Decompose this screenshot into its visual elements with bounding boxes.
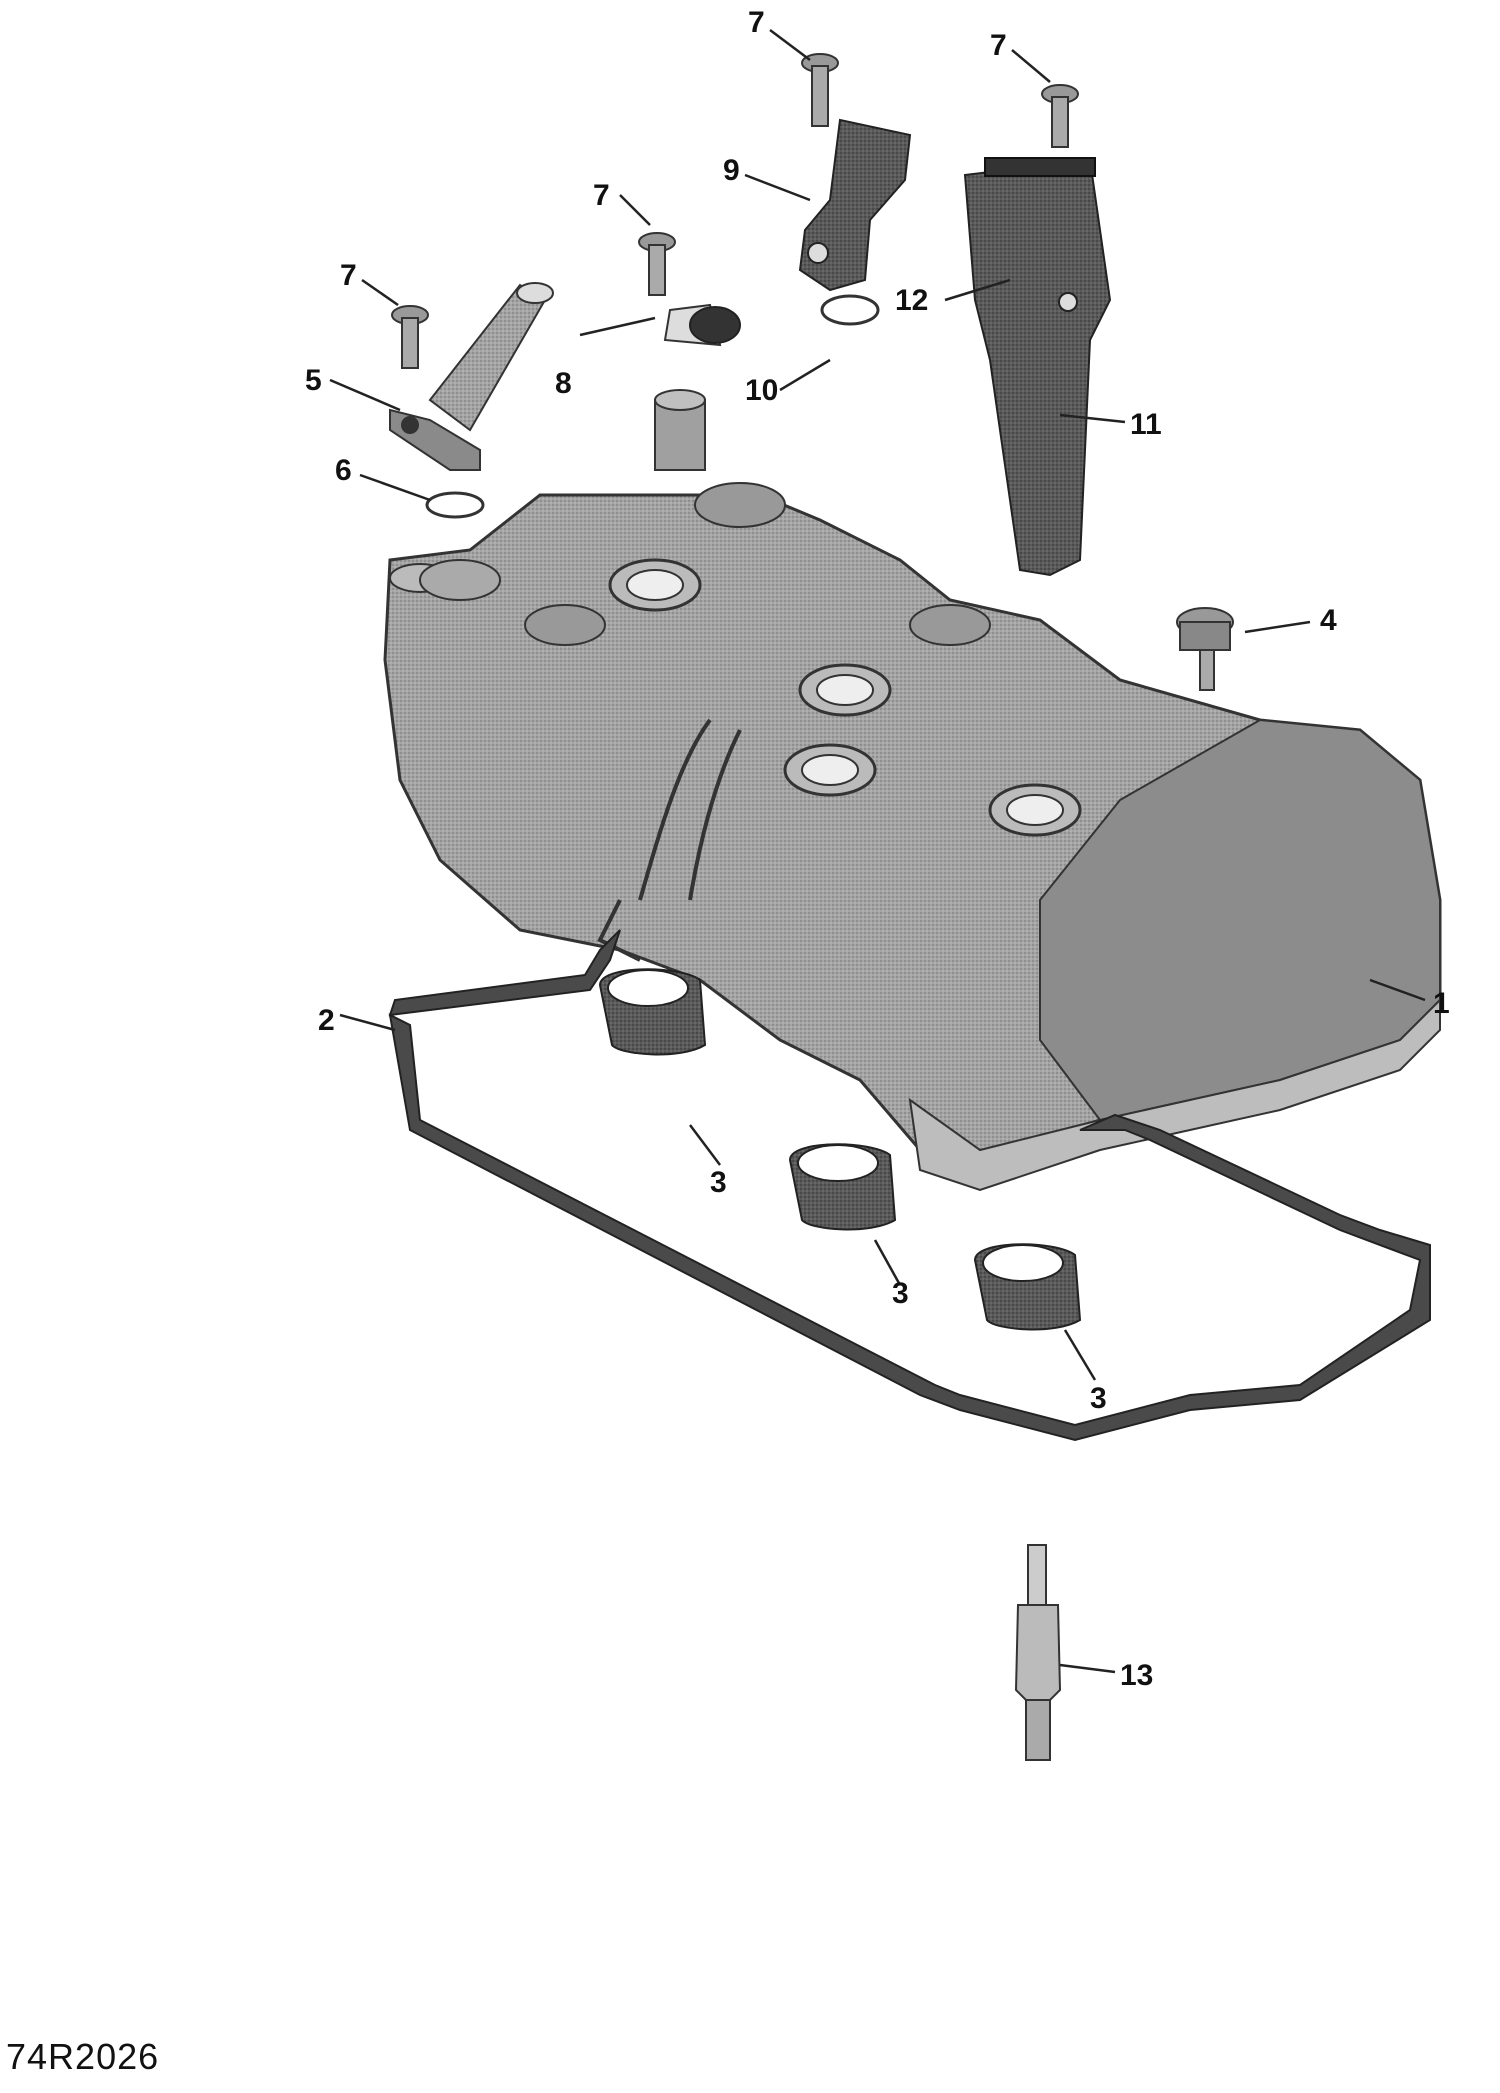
spark-plug-tube-seal	[973, 1243, 1082, 1331]
sensor-sleeve	[663, 303, 741, 347]
callout-11: 11	[1130, 408, 1162, 441]
o-ring	[820, 294, 880, 326]
callout-3: 3	[1090, 1382, 1107, 1415]
callout-7: 7	[340, 259, 357, 292]
spark-plug	[1014, 1544, 1062, 1761]
cover-plug	[1176, 607, 1234, 691]
callout-3: 3	[892, 1277, 909, 1310]
callout-5: 5	[305, 364, 322, 397]
spark-plug-tube-seal	[788, 1143, 897, 1231]
callout-6: 6	[335, 454, 352, 487]
callout-7: 7	[748, 6, 765, 39]
callout-12: 12	[895, 284, 928, 317]
callout-2: 2	[318, 1004, 335, 1037]
callout-7: 7	[990, 29, 1007, 62]
valve-cover	[383, 389, 1442, 1192]
o-ring	[425, 491, 485, 519]
camshaft-position-sensor	[798, 118, 912, 292]
diagram-reference-code: 74R2026	[6, 2036, 160, 2077]
spark-plug-tube-seal	[598, 968, 707, 1056]
bolt	[391, 305, 429, 369]
ignition-coil	[963, 157, 1112, 577]
leader-lines	[329, 29, 1426, 1674]
coolant-fitting	[389, 282, 554, 471]
bolt	[1041, 84, 1079, 148]
callout-3: 3	[710, 1166, 727, 1199]
bolt	[638, 232, 676, 296]
callout-1: 1	[1433, 987, 1450, 1020]
bolt	[801, 53, 839, 127]
callout-8: 8	[555, 367, 572, 400]
callout-10: 10	[745, 374, 778, 407]
valve-cover-gasket	[388, 929, 1431, 1442]
callout-7: 7	[593, 179, 610, 212]
callout-9: 9	[723, 154, 740, 187]
callout-13: 13	[1120, 1659, 1153, 1692]
callout-4: 4	[1320, 604, 1337, 637]
